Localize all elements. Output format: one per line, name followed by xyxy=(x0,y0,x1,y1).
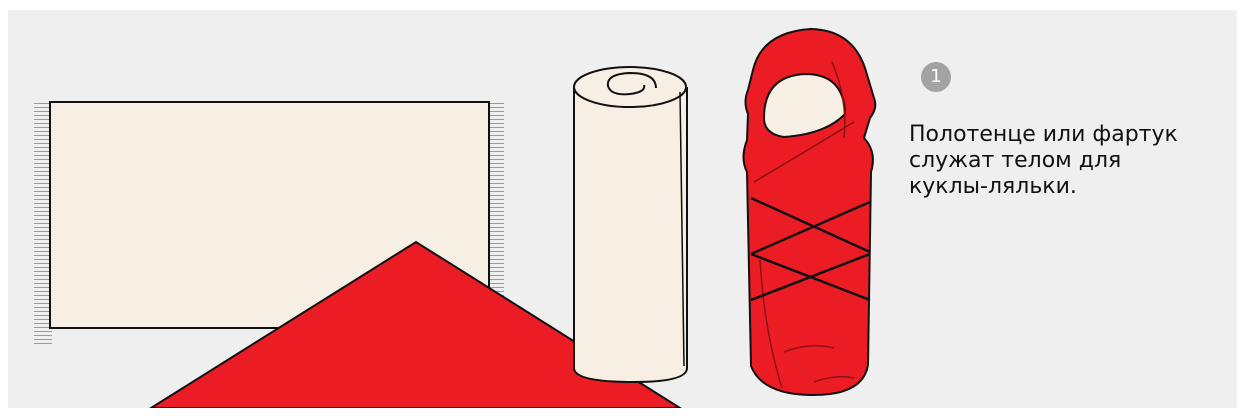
swaddled-doll xyxy=(744,29,876,395)
doll-making-illustration xyxy=(8,10,1237,408)
rolled-towel xyxy=(574,67,687,382)
step-caption: Полотенце или фартук служат телом для ку… xyxy=(909,122,1229,200)
illustration-panel: 1 Полотенце или фартук служат телом для … xyxy=(8,10,1237,408)
step-number-badge: 1 xyxy=(921,62,951,92)
